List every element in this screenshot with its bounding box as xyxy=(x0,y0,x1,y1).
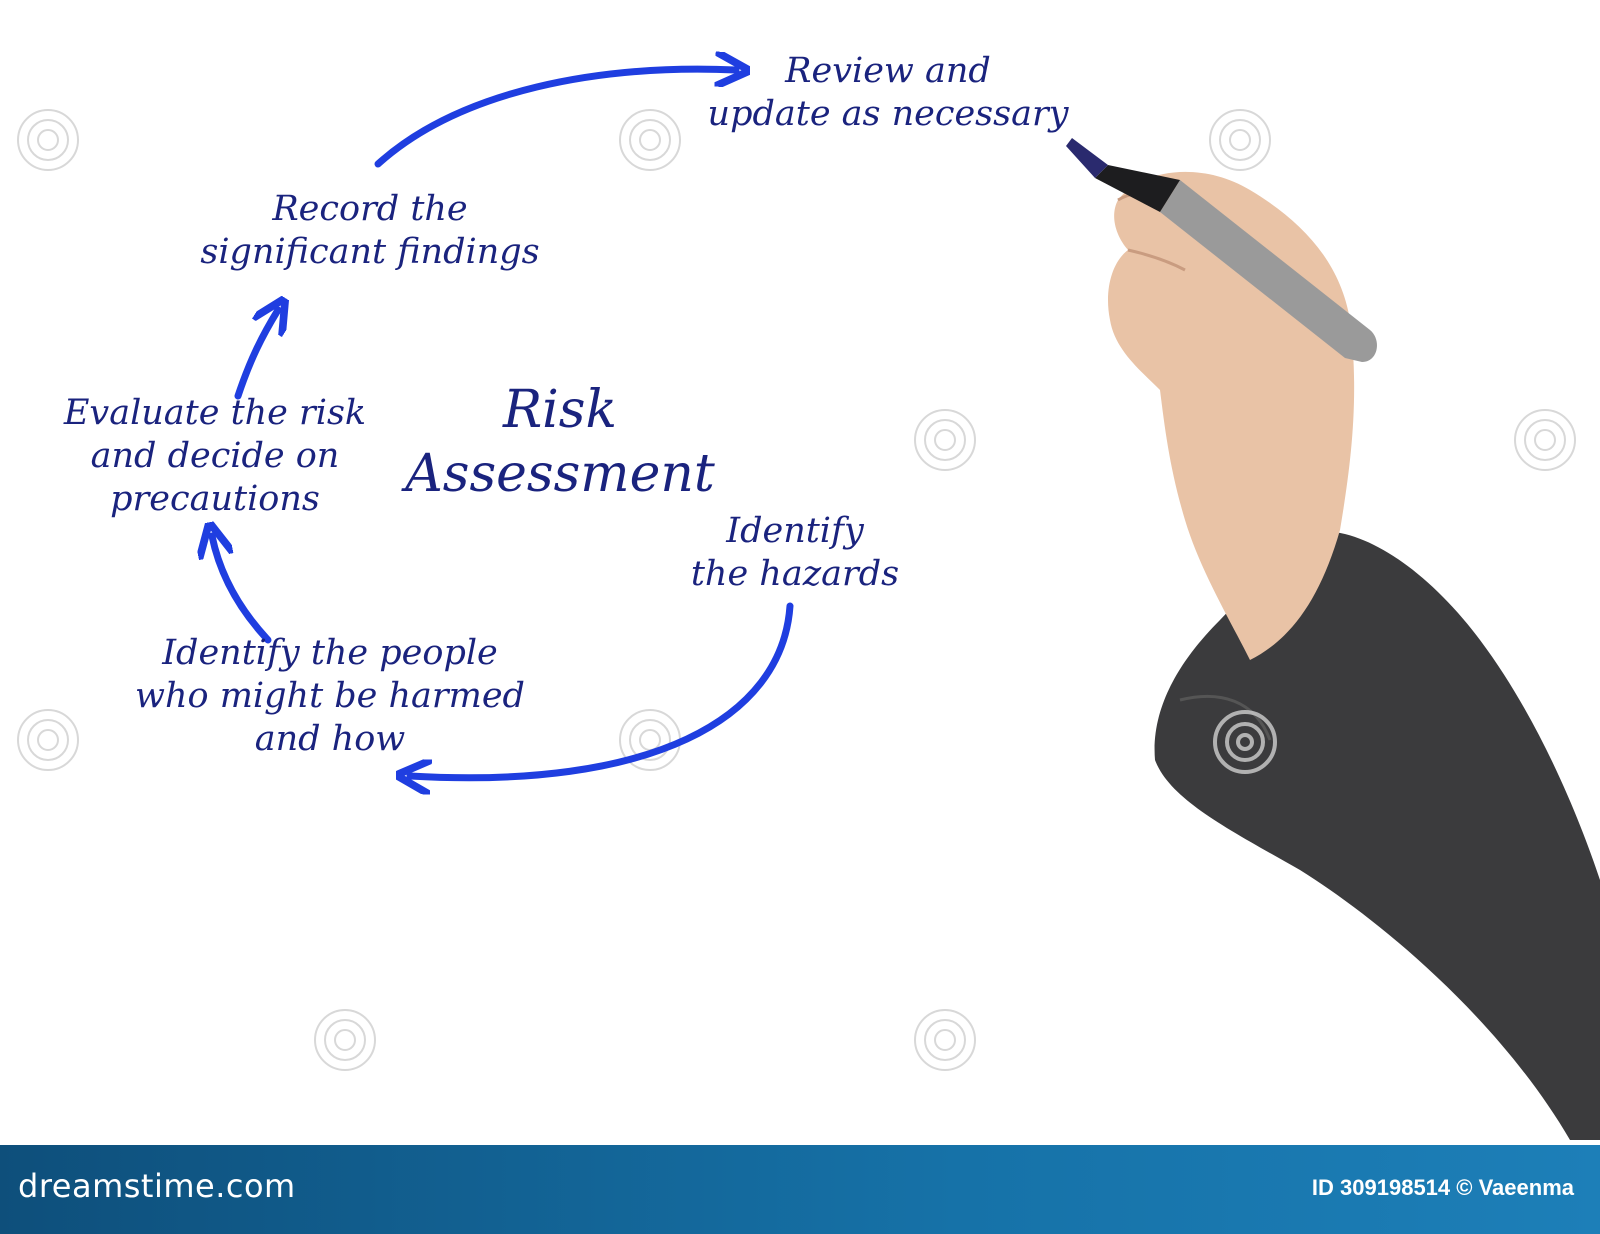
step-record-findings: Record the significant findings xyxy=(150,188,590,274)
stock-footer-bar: dreamstime.com ID 309198514 © Vaeenma xyxy=(0,1145,1600,1234)
step-line: significant findings xyxy=(200,232,540,272)
diagram-canvas: Risk Assessment Identify the hazards Ide… xyxy=(17,0,1600,1140)
marker-pen xyxy=(1160,180,1377,362)
step-line: and decide on xyxy=(90,436,340,476)
step-review-update: Review and update as necessary xyxy=(668,50,1108,136)
hand-illustration xyxy=(1066,138,1600,1140)
diagram-title: Risk Assessment xyxy=(380,378,740,506)
step-line: the hazards xyxy=(690,554,900,594)
step-line: update as necessary xyxy=(707,94,1069,134)
arrow-record-to-review xyxy=(374,69,736,168)
step-line: Evaluate the risk xyxy=(63,393,367,433)
step-line: Identify the people xyxy=(162,633,498,673)
step-line: precautions xyxy=(110,479,320,519)
step-identify-hazards: Identify the hazards xyxy=(660,510,930,596)
brand-text: dreamstime.com xyxy=(18,1167,296,1205)
step-line: Review and xyxy=(785,51,991,91)
jacket-sleeve xyxy=(1154,531,1600,1140)
image-id-credit: ID 309198514 © Vaeenma xyxy=(1311,1175,1574,1200)
step-line: Identify xyxy=(726,511,864,551)
step-line: Record the xyxy=(272,189,468,229)
step-evaluate-risk: Evaluate the risk and decide on precauti… xyxy=(30,392,400,521)
title-line: Assessment xyxy=(405,444,715,504)
arrow-evaluate-to-record xyxy=(234,310,278,400)
step-line: and how xyxy=(254,719,406,759)
arrow-hazards-to-people xyxy=(410,602,794,778)
step-line: who might be harmed xyxy=(135,676,525,716)
title-line: Risk xyxy=(503,380,617,440)
step-identify-people: Identify the people who might be harmed … xyxy=(90,632,570,761)
arrow-people-to-evaluate xyxy=(212,536,272,644)
cycle-diagram xyxy=(17,0,1600,1140)
